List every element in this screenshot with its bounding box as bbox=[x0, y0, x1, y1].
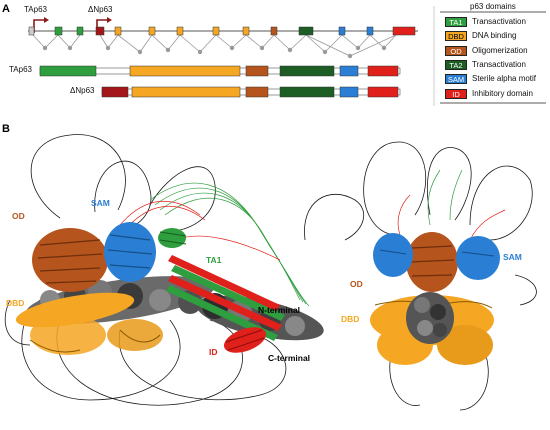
legend-label: Inhibitory domain bbox=[472, 88, 533, 98]
tap63-isoform-bar bbox=[39, 65, 401, 77]
exon-7 bbox=[212, 26, 220, 36]
od-domain bbox=[245, 65, 269, 77]
ta1-helix bbox=[158, 228, 187, 248]
left-dbd-label: DBD bbox=[6, 298, 25, 308]
ta1-strands bbox=[427, 169, 463, 226]
id-domain bbox=[367, 86, 399, 98]
sam-domain bbox=[339, 86, 359, 98]
legend-swatch: OD bbox=[445, 45, 467, 56]
legend-swatch: DBD bbox=[445, 31, 467, 42]
exon-1 bbox=[28, 26, 35, 36]
id-strands bbox=[397, 194, 506, 241]
dn-domain bbox=[101, 86, 129, 98]
ta2-domain bbox=[279, 65, 335, 77]
dbd-domain-structure bbox=[15, 292, 163, 355]
legend-label: DNA binding bbox=[472, 31, 517, 41]
legend-title: p63 domains bbox=[470, 2, 516, 11]
left-ta1-label: TA1 bbox=[206, 255, 222, 265]
exon-9 bbox=[270, 26, 278, 36]
right-protein-model bbox=[304, 141, 537, 411]
left-sam-label: SAM bbox=[91, 198, 110, 208]
legend-swatch: TA1 bbox=[445, 17, 467, 27]
sam-domain-structure bbox=[104, 222, 156, 282]
left-od-label: OD bbox=[12, 211, 25, 221]
gene-structure-diagram bbox=[28, 6, 546, 106]
splice-dots bbox=[42, 45, 387, 59]
sam-domain-structure bbox=[373, 233, 500, 280]
exon-5 bbox=[148, 26, 156, 36]
legend-swatch: TA2 bbox=[445, 59, 467, 70]
legend-label: Transactivation bbox=[472, 59, 526, 69]
id-helix bbox=[223, 327, 267, 353]
right-sam-label: SAM bbox=[503, 252, 522, 262]
legend-label: Oligomerization bbox=[472, 45, 528, 55]
id-domain bbox=[367, 65, 399, 77]
exon-2 bbox=[54, 26, 63, 36]
od-domain-structure bbox=[32, 228, 108, 292]
right-dbd-label: DBD bbox=[341, 314, 360, 324]
legend-label: Transactivation bbox=[472, 17, 526, 26]
left-protein-model bbox=[4, 134, 324, 406]
panel-a-label: A bbox=[2, 3, 10, 15]
legend-swatch: ID bbox=[445, 88, 467, 99]
exon-12 bbox=[366, 26, 374, 36]
od-domain bbox=[245, 86, 269, 98]
left-id-label: ID bbox=[209, 347, 218, 357]
right-od-label: OD bbox=[350, 279, 363, 289]
sam-domain bbox=[339, 65, 359, 77]
exon-11 bbox=[338, 26, 346, 36]
exon-4 bbox=[114, 26, 122, 36]
ta1-strands bbox=[149, 182, 310, 307]
ta-promoter-arrowhead bbox=[44, 17, 49, 23]
dbd-sphere-cluster bbox=[406, 292, 454, 344]
splice-connectors bbox=[32, 34, 397, 57]
tap63-promoter-label: TAp63 bbox=[24, 5, 47, 14]
panel-b-label: B bbox=[2, 123, 10, 135]
disordered-loops bbox=[304, 141, 537, 411]
dn-promoter-arrowhead bbox=[107, 17, 112, 23]
od-domain-structure bbox=[406, 232, 458, 292]
exon-dn bbox=[95, 26, 105, 36]
dnp63-isoform-bar bbox=[101, 86, 401, 98]
ta2-domain bbox=[279, 86, 335, 98]
exon-10 bbox=[298, 26, 314, 36]
exon-6 bbox=[176, 26, 184, 36]
legend-label: Sterile alpha motif bbox=[472, 74, 537, 84]
ta1-beta-sheet bbox=[166, 255, 285, 341]
exon-13 bbox=[392, 26, 416, 36]
exon-3 bbox=[76, 26, 84, 36]
n-terminal-label: N-terminal bbox=[258, 305, 301, 315]
dbd-domain bbox=[129, 65, 241, 77]
c-terminal-label: C-terminal bbox=[268, 353, 311, 363]
legend-swatch: SAM bbox=[445, 74, 467, 85]
exons bbox=[28, 26, 416, 36]
dnp63-isoform-label: ΔNp63 bbox=[70, 86, 95, 95]
dbd-domain bbox=[131, 86, 241, 98]
ta1-domain bbox=[39, 65, 97, 77]
tap63-isoform-label: TAp63 bbox=[9, 65, 32, 74]
dnp63-promoter-label: ΔNp63 bbox=[88, 5, 113, 14]
exon-8 bbox=[242, 26, 250, 36]
